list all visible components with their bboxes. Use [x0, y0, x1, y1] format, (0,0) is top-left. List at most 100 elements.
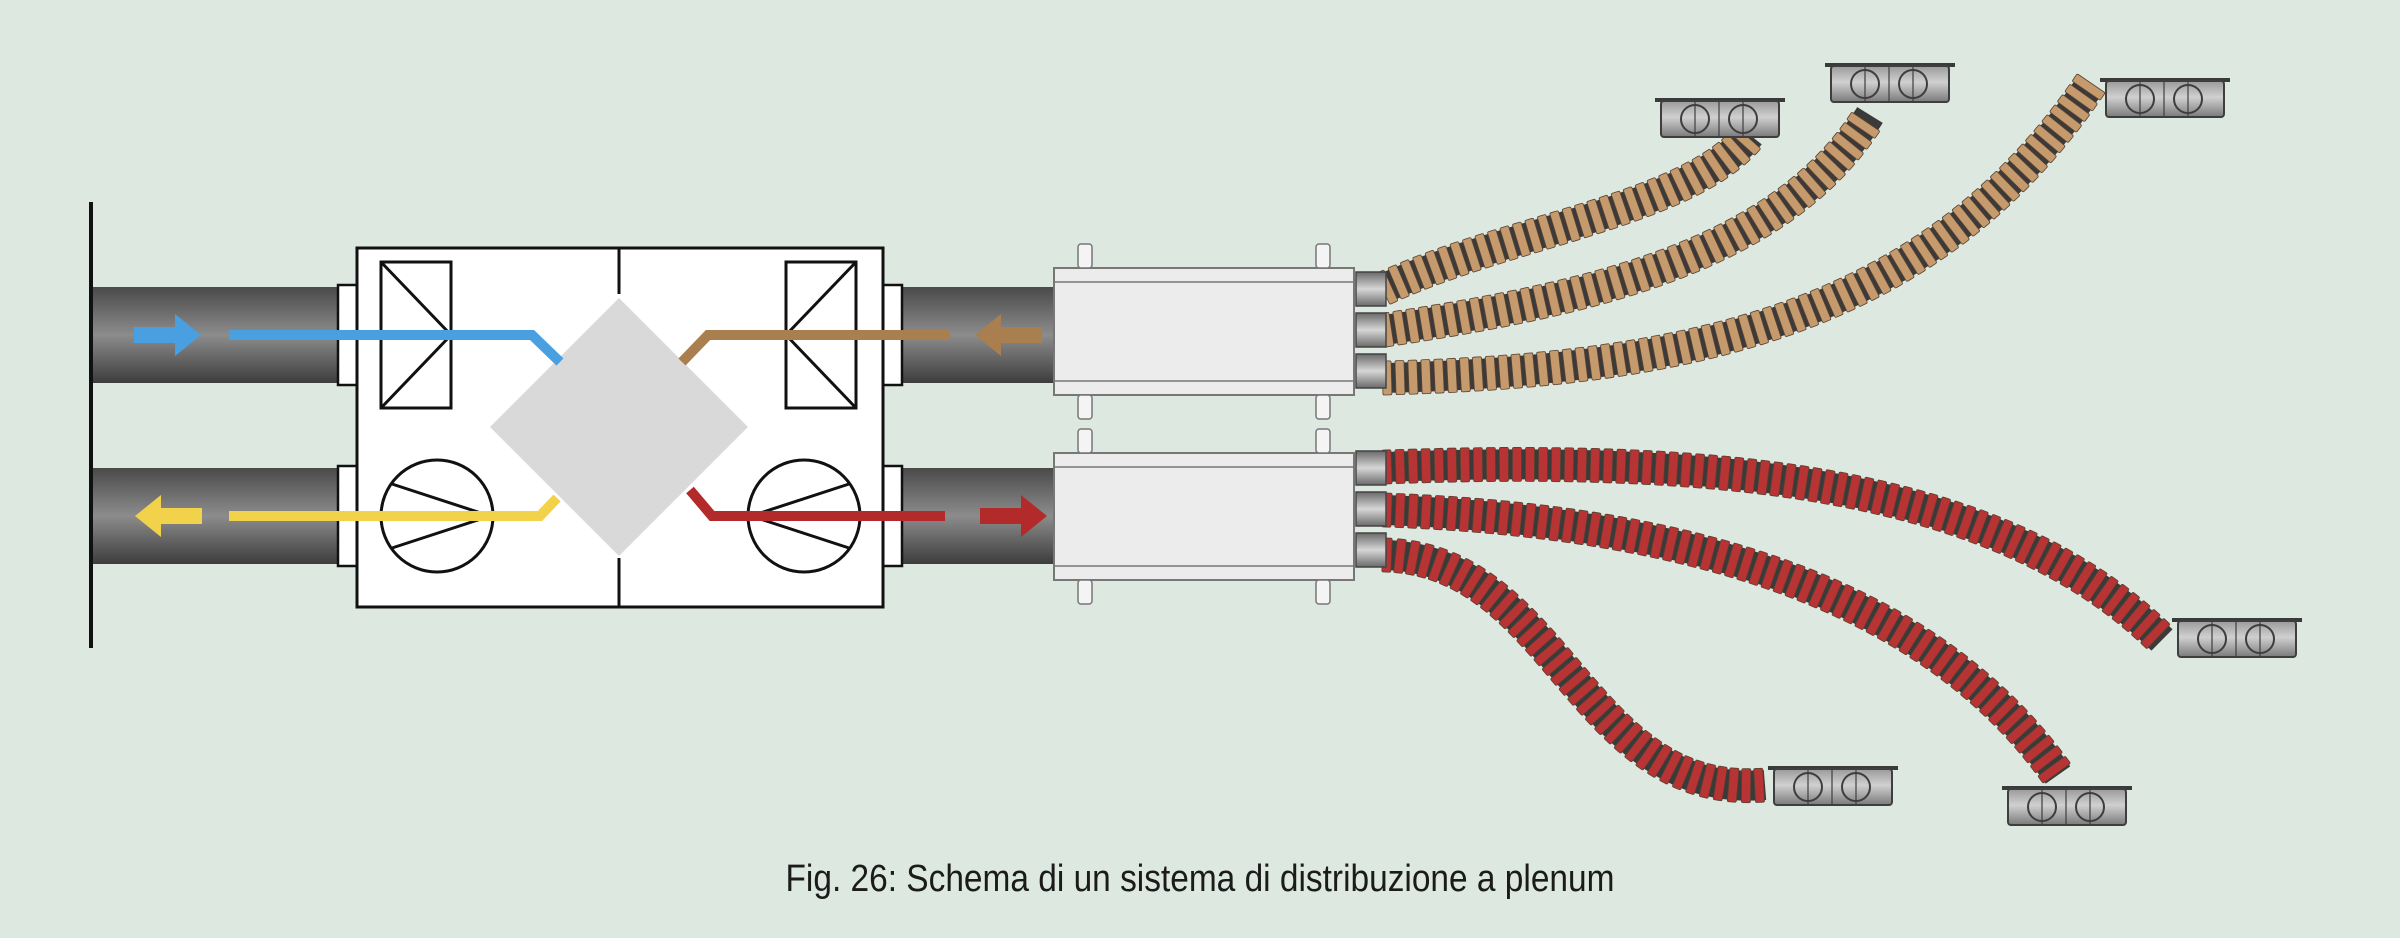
- hose-segment: [1405, 307, 1420, 344]
- hose-segment: [1796, 568, 1818, 604]
- hose-segment: [1614, 722, 1643, 754]
- hose-segment: [1702, 149, 1729, 183]
- hose-segment: [1635, 737, 1663, 771]
- hose-segment: [1688, 326, 1706, 363]
- hose-segment: [1753, 767, 1765, 803]
- extract-plenum-box: [1053, 243, 1355, 420]
- plenum-outlet-collar: [1355, 491, 1387, 527]
- hose-segment: [1604, 713, 1634, 745]
- hose-segment: [1533, 637, 1565, 667]
- hose-segment: [1612, 341, 1628, 377]
- hose-segment: [1424, 250, 1445, 286]
- hose-segment: [1690, 234, 1713, 269]
- hose-segment: [1735, 211, 1761, 246]
- hose-segment: [1594, 704, 1625, 735]
- hose-segment: [1611, 516, 1628, 552]
- hose-segment: [1705, 454, 1719, 490]
- hose-segment: [2111, 592, 2140, 624]
- hose-segment: [1679, 452, 1692, 488]
- hose-segment: [1882, 482, 1900, 519]
- hose-segment: [1666, 451, 1679, 487]
- hose-segment: [1831, 132, 1864, 161]
- hose-segment: [1537, 214, 1556, 250]
- hose-segment: [1638, 337, 1654, 373]
- hose-segment: [1857, 476, 1875, 513]
- hose-segment: [1623, 186, 1643, 222]
- hose-segment: [1784, 563, 1806, 599]
- hose-segment: [1619, 261, 1638, 297]
- hose-segment: [1387, 264, 1410, 300]
- hose-segment: [1807, 467, 1823, 503]
- hose-segment: [1498, 447, 1509, 482]
- air-terminal-icon: [1825, 62, 1955, 103]
- hose-segment: [1713, 320, 1731, 356]
- hose-segment: [1736, 546, 1756, 582]
- hose-segment: [1667, 244, 1688, 279]
- air-terminal-icon: [2002, 785, 2132, 826]
- hose-segment: [1794, 465, 1810, 501]
- hose-segment: [1573, 509, 1589, 546]
- hose-segment: [1549, 349, 1563, 386]
- hose-segment: [1649, 523, 1666, 559]
- hose-segment: [1643, 253, 1663, 289]
- hose-segment: [1536, 351, 1550, 387]
- hose-segment: [1839, 122, 1872, 150]
- hose-segment: [1481, 294, 1498, 331]
- hose-segment: [2015, 529, 2038, 565]
- hose-segment: [1844, 272, 1868, 307]
- hose-segment: [1561, 348, 1576, 384]
- hose-segment: [1669, 167, 1693, 202]
- hose-segment: [1420, 494, 1432, 530]
- hose-segment: [2131, 609, 2161, 641]
- hose-segment: [2072, 73, 2106, 101]
- hose-segment: [2008, 153, 2039, 183]
- hose-segment: [1950, 660, 1979, 692]
- hose-segment: [1750, 309, 1769, 346]
- hose-segment: [1907, 489, 1926, 525]
- arrow-icon: [975, 314, 1042, 356]
- hose-segment: [1480, 580, 1509, 613]
- hose-segment: [2016, 143, 2048, 173]
- hose-segment: [1711, 539, 1730, 575]
- hose-segment: [1430, 303, 1446, 340]
- hose-segment: [1843, 589, 1867, 625]
- hose-segment: [2030, 745, 2063, 773]
- hose-segment: [1831, 584, 1855, 619]
- hose-segment: [1748, 550, 1768, 586]
- hose-segment: [1525, 447, 1535, 482]
- hose-segment: [1654, 450, 1666, 486]
- hose-segment: [1446, 447, 1458, 483]
- hose-segment: [1787, 176, 1816, 208]
- hose-segment: [1658, 172, 1681, 208]
- hose-segment: [2057, 94, 2090, 122]
- hose-segment: [1548, 506, 1563, 542]
- hose-segment: [2041, 114, 2074, 143]
- hose-segment: [1474, 233, 1494, 269]
- hose-segment: [1815, 150, 1846, 181]
- hose-segment: [1691, 155, 1717, 190]
- hose-segment: [2022, 735, 2055, 764]
- plenum-outlet-collar: [1355, 450, 1387, 486]
- hose-segment: [1900, 241, 1926, 275]
- supply-hose-1: [1381, 447, 2173, 651]
- hose-segment: [2140, 618, 2171, 649]
- hose-segment: [1675, 329, 1693, 366]
- supply-air-flow-line: [686, 486, 945, 521]
- extract-air-flow-line: [678, 330, 950, 366]
- air-terminal-icon: [1655, 97, 1785, 138]
- hose-segment: [1459, 447, 1471, 483]
- hose-segment: [1725, 317, 1744, 353]
- hose-segment: [1990, 171, 2020, 202]
- hose-segment: [1494, 292, 1511, 328]
- hose-segment: [1741, 768, 1752, 804]
- hose-segment: [1412, 254, 1434, 290]
- supply-plenum-box: [1053, 428, 1355, 605]
- hose-segment: [1820, 578, 1843, 614]
- hose-segment: [1889, 248, 1915, 282]
- hose-segment: [1610, 190, 1631, 226]
- hose-segment: [1692, 453, 1705, 489]
- hose-segment: [1624, 518, 1641, 554]
- hose-segment: [1449, 241, 1470, 277]
- hose-segment: [1846, 112, 1880, 139]
- hose-segment: [1405, 540, 1421, 576]
